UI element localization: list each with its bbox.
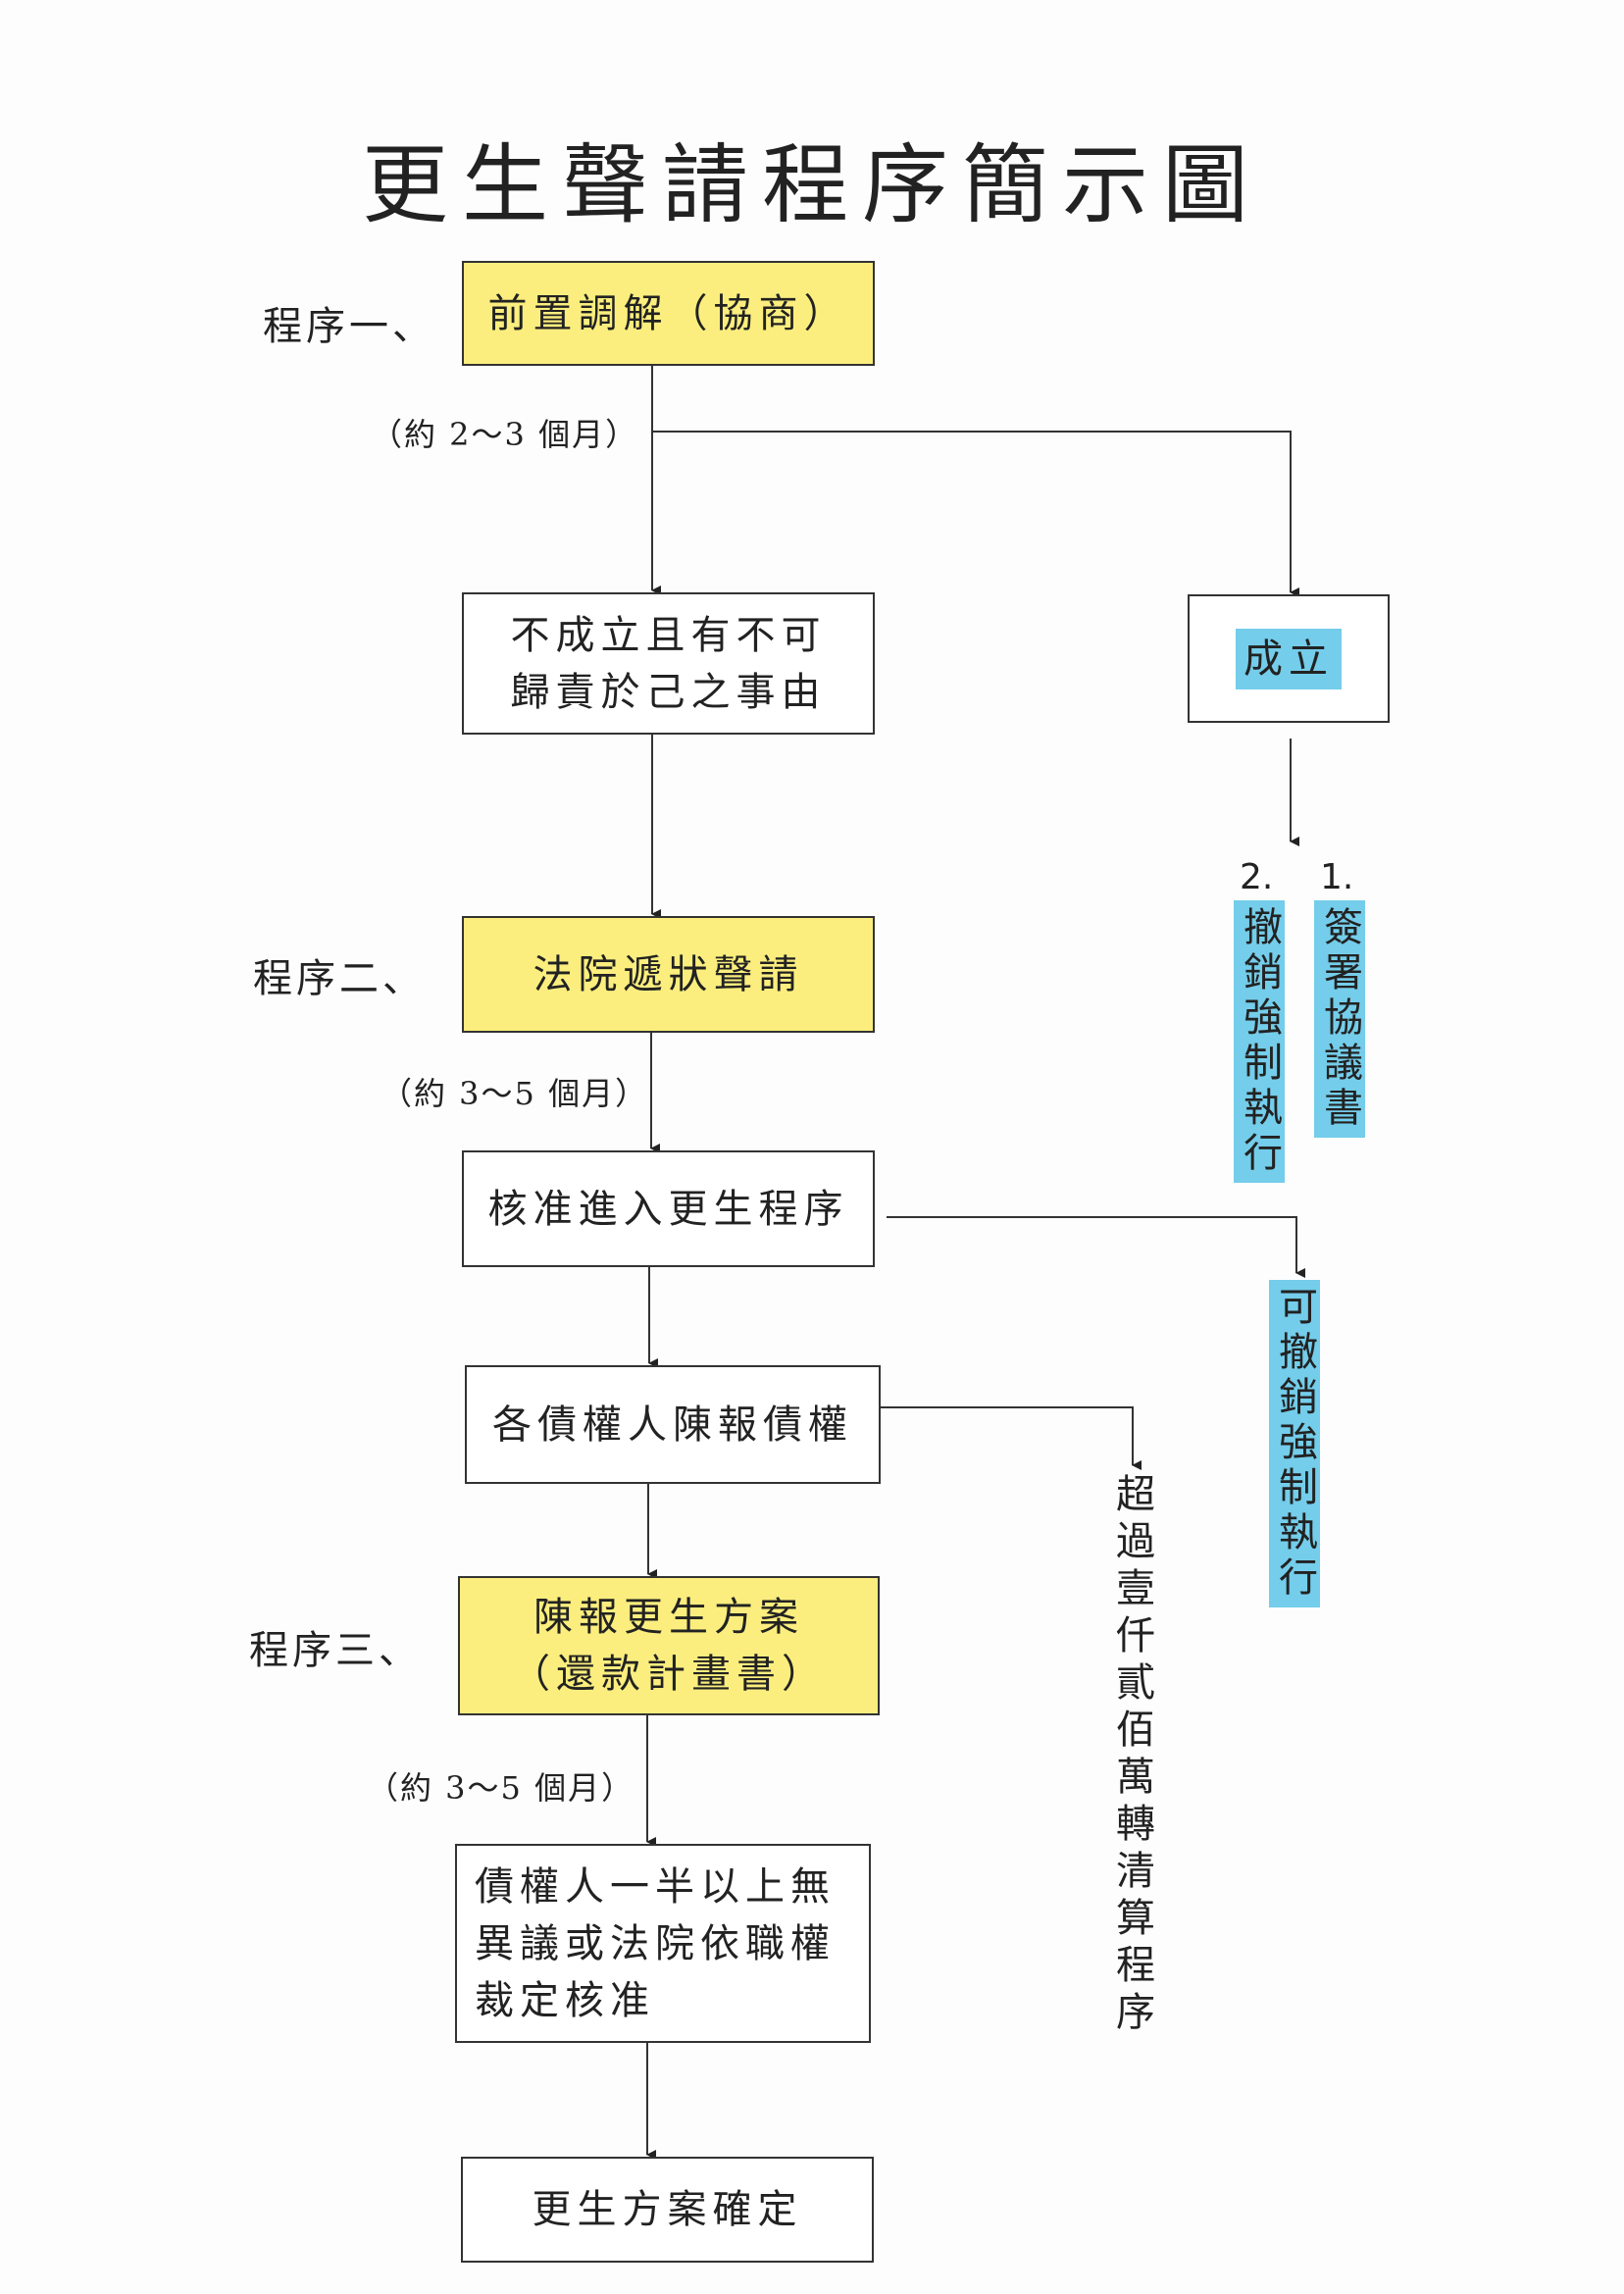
majority-approval-box: 債權人一半以上無異議或法院依職權裁定核准 <box>455 1844 871 2043</box>
step-three-label: 程序三、 <box>249 1628 422 1673</box>
approved-box: 核准進入更生程序 <box>462 1150 875 1267</box>
liquidation-note: 超過壹仟貳佰萬轉清算程序 <box>1109 1473 1154 2038</box>
arrow-to-liquidation <box>881 1406 1142 1470</box>
plan-confirmed-box: 更生方案確定 <box>461 2157 874 2263</box>
repayment-plan-box: 陳報更生方案 （還款計畫書） <box>458 1576 880 1715</box>
creditors-report-box: 各債權人陳報債權 <box>465 1365 881 1484</box>
arrow-approved-to-revoke <box>887 1216 1305 1278</box>
arrow-mediation-to-established <box>652 431 1299 597</box>
revocable-enforcement-note: 可撤銷強制執行 <box>1269 1280 1320 1607</box>
duration-label: （約 3～5 個月） <box>367 1769 635 1807</box>
page-title: 更生聲請程序簡示圖 <box>361 134 1262 235</box>
plan-title: 陳報更生方案 <box>533 1595 804 1640</box>
sign-agreement-note: 簽署協議書 <box>1314 900 1365 1138</box>
established-label: 成立 <box>1236 628 1342 689</box>
item2-number: 2. <box>1240 857 1274 897</box>
duration-label: （約 3～5 個月） <box>381 1075 649 1112</box>
step-two-label: 程序二、 <box>253 956 426 1001</box>
item1-number: 1. <box>1320 857 1354 897</box>
revoke-enforcement-note: 撤銷強制執行 <box>1234 900 1285 1183</box>
mediation-box: 前置調解（協商） <box>462 261 875 366</box>
court-filing-box: 法院遞狀聲請 <box>462 916 875 1033</box>
step-one-label: 程序一、 <box>263 304 435 349</box>
plan-subtitle: （還款計畫書） <box>511 1652 827 1697</box>
established-box: 成立 <box>1188 594 1390 723</box>
not-established-box: 不成立且有不可歸責於己之事由 <box>462 592 875 735</box>
duration-label: （約 2～3 個月） <box>371 416 639 453</box>
